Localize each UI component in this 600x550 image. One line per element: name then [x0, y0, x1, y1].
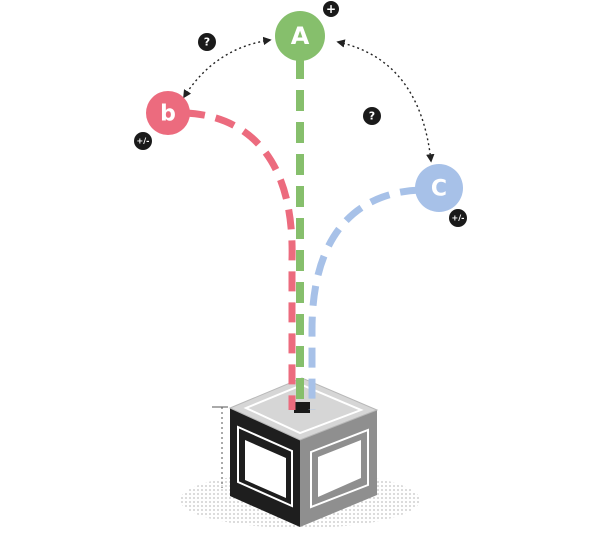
node-b[interactable]: b	[146, 91, 190, 135]
box-top-inset	[243, 383, 364, 435]
node-c-label: C	[431, 177, 447, 202]
node-a-badge[interactable]: +	[323, 1, 339, 17]
arrow-a-c	[336, 39, 435, 163]
box-left-window	[245, 440, 286, 498]
connection-b-line	[184, 109, 296, 410]
isometric-box	[228, 377, 379, 527]
node-c[interactable]: C	[415, 164, 463, 212]
plus-minus-icon: +/-	[137, 137, 150, 146]
box-right-window-frame	[310, 428, 369, 509]
relation-badge-a-c[interactable]: ?	[363, 107, 381, 125]
relation-badge-a-b[interactable]: ?	[198, 33, 216, 51]
node-a[interactable]: A	[275, 11, 325, 61]
node-c-badge[interactable]: +/-	[449, 209, 467, 227]
connection-c-line	[308, 186, 421, 410]
node-a-label: A	[291, 22, 310, 50]
box-left-window-frame	[237, 425, 293, 508]
height-dimension-line	[212, 406, 228, 488]
question-mark-icon: ?	[204, 36, 210, 49]
box-top-slot	[294, 402, 310, 413]
arrow-a-b	[183, 36, 272, 99]
node-b-label: b	[160, 102, 176, 127]
question-mark-icon: ?	[369, 110, 375, 123]
plus-minus-icon: +/-	[452, 214, 465, 223]
box-right-window	[318, 440, 361, 497]
plus-icon: +	[326, 2, 336, 16]
node-b-badge[interactable]: +/-	[134, 132, 152, 150]
